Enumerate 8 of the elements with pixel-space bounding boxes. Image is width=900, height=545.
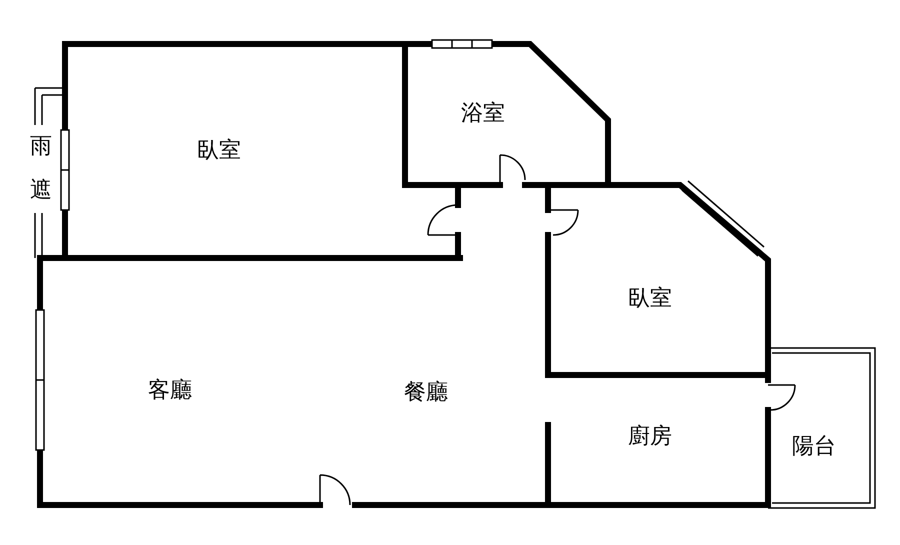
room-label: 客廳	[148, 380, 192, 402]
room-label: 餐廳	[404, 382, 448, 404]
room-label: 雨遮	[30, 125, 52, 213]
room-label: 臥室	[628, 288, 672, 310]
room-label: 浴室	[461, 103, 505, 125]
room-label: 廚房	[628, 426, 672, 448]
room-label: 陽台	[792, 436, 836, 458]
room-label: 臥室	[197, 140, 241, 162]
